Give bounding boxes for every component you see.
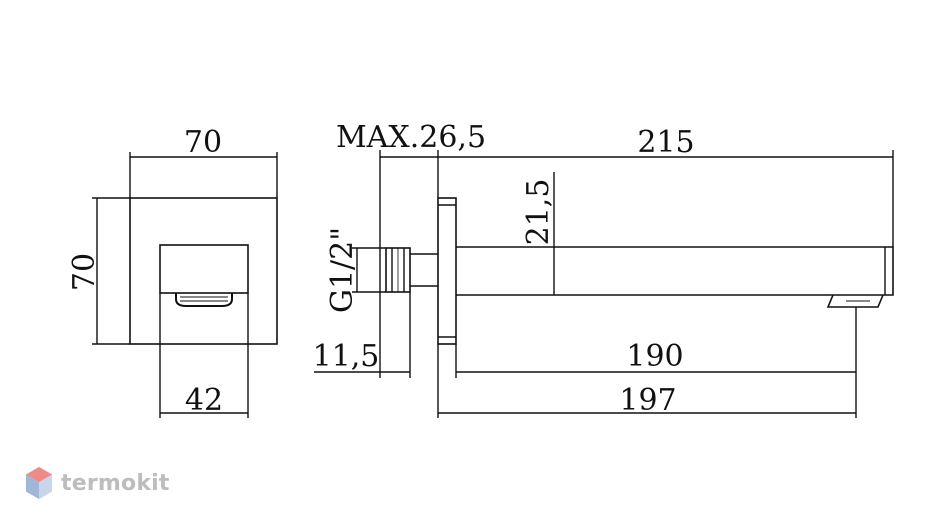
spout-outlet: [826, 294, 884, 308]
wall-plate-side: [437, 197, 457, 345]
label-21-5: 21,5: [521, 179, 556, 246]
label-70-top: 70: [184, 125, 222, 160]
label-max: MAX.26,5: [336, 120, 486, 155]
aerator: [175, 293, 233, 307]
label-190: 190: [626, 339, 683, 374]
logo-text: termokit: [61, 470, 170, 496]
label-215: 215: [637, 125, 694, 160]
spout-body: [456, 246, 894, 296]
label-42: 42: [185, 383, 223, 418]
label-70-left: 70: [67, 253, 102, 291]
logo-hexagon-icon: [26, 467, 52, 499]
label-11-5: 11,5: [313, 339, 380, 374]
outlet-box: [159, 244, 249, 294]
termokit-logo: termokit: [25, 466, 170, 500]
label-197: 197: [619, 383, 676, 418]
front-plate: [129, 197, 278, 345]
label-thread: G1/2": [325, 227, 360, 313]
